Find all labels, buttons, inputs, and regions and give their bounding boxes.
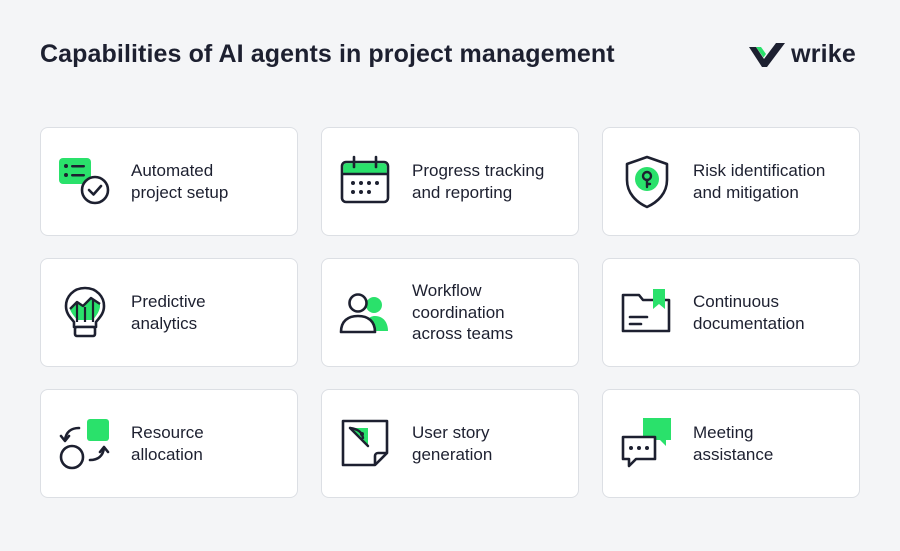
logo-text: wrike [791, 40, 856, 68]
card-label: Progress tracking and reporting [412, 161, 545, 202]
capability-card-user-story-generation: User story generation [321, 389, 579, 498]
capability-card-continuous-documentation: Continuous documentation [602, 258, 860, 367]
card-label: Workflow coordination across teams [412, 281, 514, 344]
capability-card-automated-setup: Automated project setup [40, 127, 298, 236]
team-icon [338, 285, 394, 341]
capability-card-workflow-coordination: Workflow coordination across teams [321, 258, 579, 367]
swap-shapes-icon [57, 416, 113, 472]
wrike-logo: wrike [749, 40, 856, 69]
wrike-check-icon [749, 42, 786, 67]
card-label: Automated project setup [131, 161, 229, 202]
checklist-icon [57, 154, 113, 210]
calendar-icon [338, 154, 394, 210]
page-title: Capabilities of AI agents in project man… [40, 40, 615, 68]
folder-bookmark-icon [619, 285, 675, 341]
capability-card-resource-allocation: Resource allocation [40, 389, 298, 498]
capability-card-predictive-analytics: Predictive analytics [40, 258, 298, 367]
card-label: Resource allocation [131, 423, 204, 464]
card-label: Predictive analytics [131, 292, 206, 333]
sticky-note-icon [338, 416, 394, 472]
card-label: Risk identification and mitigation [693, 161, 826, 202]
chat-bubbles-icon [619, 416, 675, 472]
capability-card-risk-identification: Risk identification and mitigation [602, 127, 860, 236]
lightbulb-chart-icon [57, 285, 113, 341]
card-label: Meeting assistance [693, 423, 774, 464]
shield-key-icon [619, 154, 675, 210]
card-label: User story generation [412, 423, 493, 464]
capability-card-progress-tracking: Progress tracking and reporting [321, 127, 579, 236]
capability-card-meeting-assistance: Meeting assistance [602, 389, 860, 498]
card-label: Continuous documentation [693, 292, 805, 333]
